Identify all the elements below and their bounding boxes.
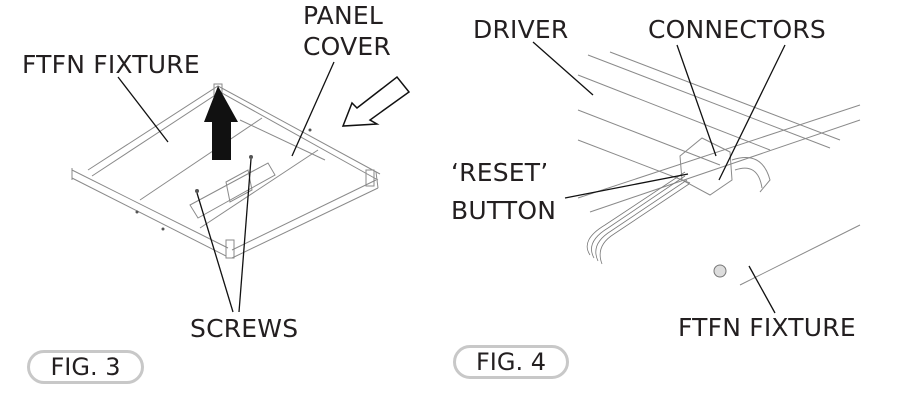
lift-arrow-icon bbox=[204, 86, 238, 160]
figure-3-tag: FIG. 3 bbox=[27, 350, 144, 384]
driver-label: DRIVER bbox=[473, 15, 569, 44]
figure-3: FTFN FIXTURE PANEL COVER SCREWS FIG. 3 bbox=[0, 0, 450, 404]
panel-cover-label-line1: PANEL bbox=[303, 1, 384, 30]
ftfn-fixture-label-fig4: FTFN FIXTURE bbox=[678, 313, 856, 342]
insert-arrow-icon bbox=[341, 75, 411, 127]
driver-connectors-illustration bbox=[532, 41, 861, 314]
figure-4-tag: FIG. 4 bbox=[453, 345, 569, 379]
connectors-label: CONNECTORS bbox=[648, 15, 826, 44]
reset-button-label-line2: BUTTON bbox=[451, 196, 557, 225]
screws-label: SCREWS bbox=[190, 314, 299, 343]
ftfn-fixture-label: FTFN FIXTURE bbox=[22, 50, 200, 79]
figure-4: DRIVER CONNECTORS ‘RESET’ BUTTON FTFN FI… bbox=[440, 0, 906, 404]
reset-button-label-line1: ‘RESET’ bbox=[451, 158, 549, 187]
fixture-panel-illustration bbox=[71, 61, 411, 313]
mounting-screw-icon bbox=[713, 264, 727, 278]
panel-cover-label-line2: COVER bbox=[303, 32, 391, 61]
